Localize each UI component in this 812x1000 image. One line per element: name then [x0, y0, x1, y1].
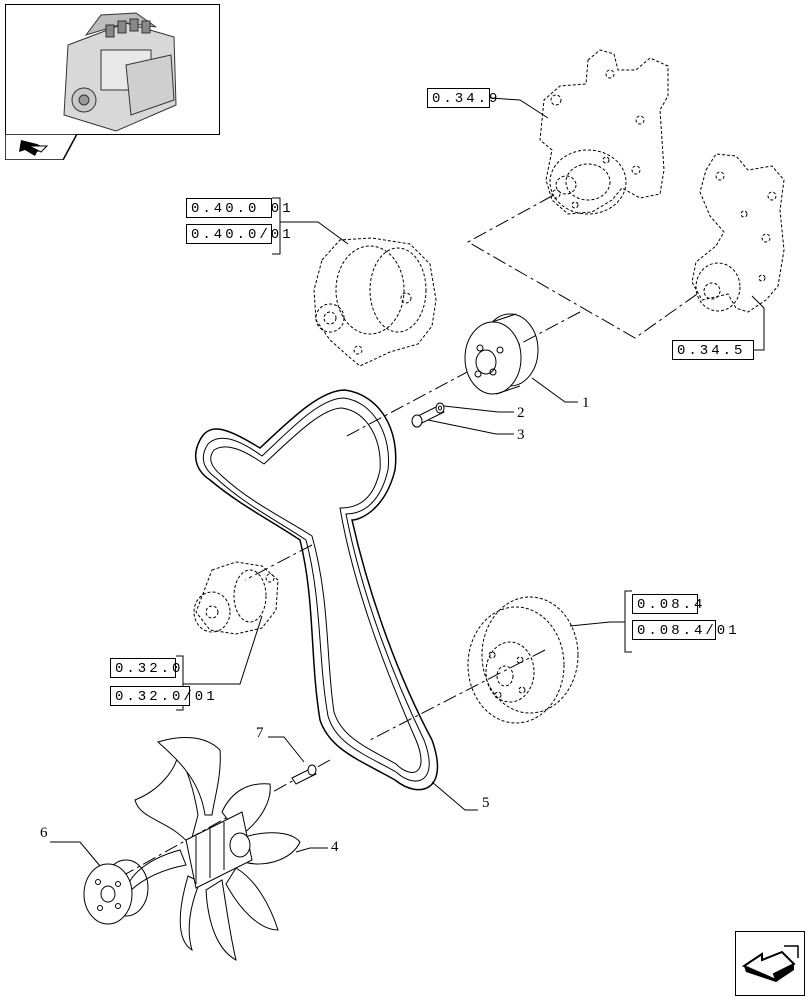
callout-4: 4 — [331, 839, 339, 855]
water-pump — [539, 49, 669, 215]
callout-leaders — [50, 377, 578, 867]
ref-box-damper-alt[interactable]: 0.08.4/01 — [632, 620, 737, 640]
engine-thumbnail — [5, 4, 220, 135]
ref-box-tensioner-alt[interactable]: 0.32.0/01 — [110, 686, 215, 706]
ref-box-idler-bracket[interactable]: 0.34.5 — [672, 340, 754, 360]
callout-6: 6 — [40, 825, 48, 841]
ref-box-damper[interactable]: 0.08.4 — [632, 594, 702, 614]
ref-box-alternator-alt[interactable]: 0.40.0/01 — [186, 224, 291, 244]
engine-thumbnail-icon — [63, 12, 177, 132]
bolt-7 — [291, 764, 317, 785]
axis-lines — [114, 195, 701, 881]
fan-spacer — [83, 859, 149, 925]
tensioner-pulley — [193, 561, 279, 635]
alternator — [313, 237, 437, 367]
crankshaft-damper — [467, 596, 579, 724]
section-tab[interactable] — [4, 133, 79, 161]
ref-box-water-pump[interactable]: 0.34.9 — [427, 88, 497, 108]
callout-7: 7 — [256, 725, 264, 741]
reference-leaders — [176, 97, 765, 711]
ref-box-tensioner[interactable]: 0.32.0 — [110, 658, 180, 678]
arrow-icon — [4, 133, 79, 161]
cooling-fan — [125, 737, 301, 961]
pulley-1 — [464, 313, 539, 395]
ref-box-alternator[interactable]: 0.40.0 01 — [186, 198, 291, 218]
bolt-and-washer — [411, 402, 445, 428]
callout-1: 1 — [582, 395, 590, 411]
callout-2: 2 — [517, 405, 525, 421]
next-page-button[interactable] — [735, 931, 805, 996]
idler-bracket — [691, 153, 785, 313]
callout-5: 5 — [482, 795, 490, 811]
poly-v-belt — [194, 389, 439, 791]
callout-3: 3 — [517, 427, 525, 443]
next-page-arrow-icon — [741, 945, 799, 982]
